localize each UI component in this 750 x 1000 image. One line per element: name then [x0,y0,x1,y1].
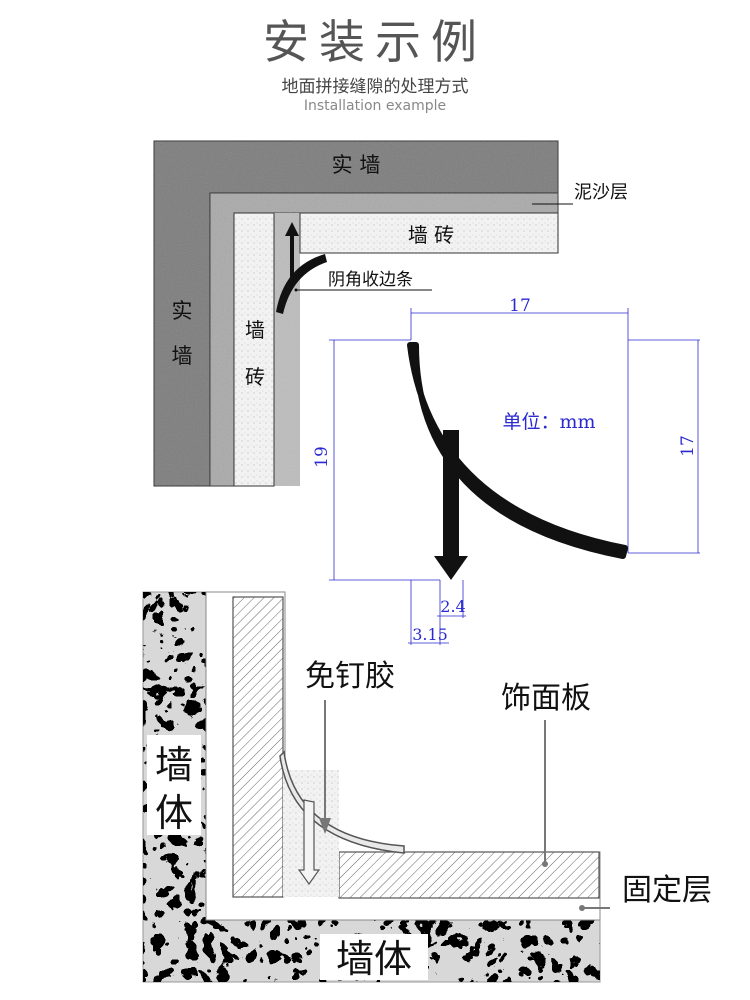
page-subtitle: 地面拼接缝隙的处理方式 [281,77,469,97]
wall-body-bottom-label: 墙体 [336,937,412,981]
corner-trim-profile [276,254,327,314]
trim-label: 阴角收边条 [328,270,413,290]
dim-leg-offset: 3.15 [412,625,448,644]
adhesive-label: 免钉胶 [305,659,395,694]
wall-body-left-label-2: 体 [155,791,193,835]
tile-top-label: 墙 砖 [408,223,454,247]
page-title: 安装示例 [263,15,487,69]
solid-wall-top-label: 实 墙 [332,153,381,177]
dim-leg-width: 2.4 [440,597,465,616]
arrow-down-icon [434,556,468,580]
trim-profile-curve [407,342,628,559]
dim-unit: 单位：mm [502,411,595,433]
decor-panel-horizontal [338,851,600,899]
solid-wall-left-label-2: 墙 [172,344,193,368]
arrow-down-outline-icon [297,799,321,886]
tile-left-label-1: 墙 [245,318,265,342]
page-subtitle-english: Installation example [303,98,447,114]
dim-height-right: 17 [678,435,698,457]
dim-height-left: 19 [312,446,332,468]
panel-label: 饰面板 [501,681,591,716]
wall-tile-top [299,212,559,254]
bottom-trim-profile [279,750,405,854]
mortar-layer-label: 泥沙层 [574,182,628,203]
trim-profile-leg [443,430,459,558]
tile-left-label-2: 砖 [245,365,265,389]
arrow-up-icon [285,222,299,236]
decor-panel-vertical [232,596,284,898]
profile-dimension-drawing: 17 19 17 单位：mm 2.4 3.15 [312,296,700,645]
wall-body-left-label-1: 墙 [155,743,193,787]
fixing-layer-label: 固定层 [622,873,712,908]
solid-wall-left-label-1: 实 [172,299,193,323]
bottom-installation-diagram: 墙 体 墙体 免钉胶 饰面板 固定层 [142,591,712,983]
wall-tile-left [233,212,275,487]
top-corner-diagram: 实 墙 实 墙 墙 砖 墙 砖 泥沙层 阴角收边条 [153,140,628,487]
dim-width-top: 17 [509,296,531,316]
